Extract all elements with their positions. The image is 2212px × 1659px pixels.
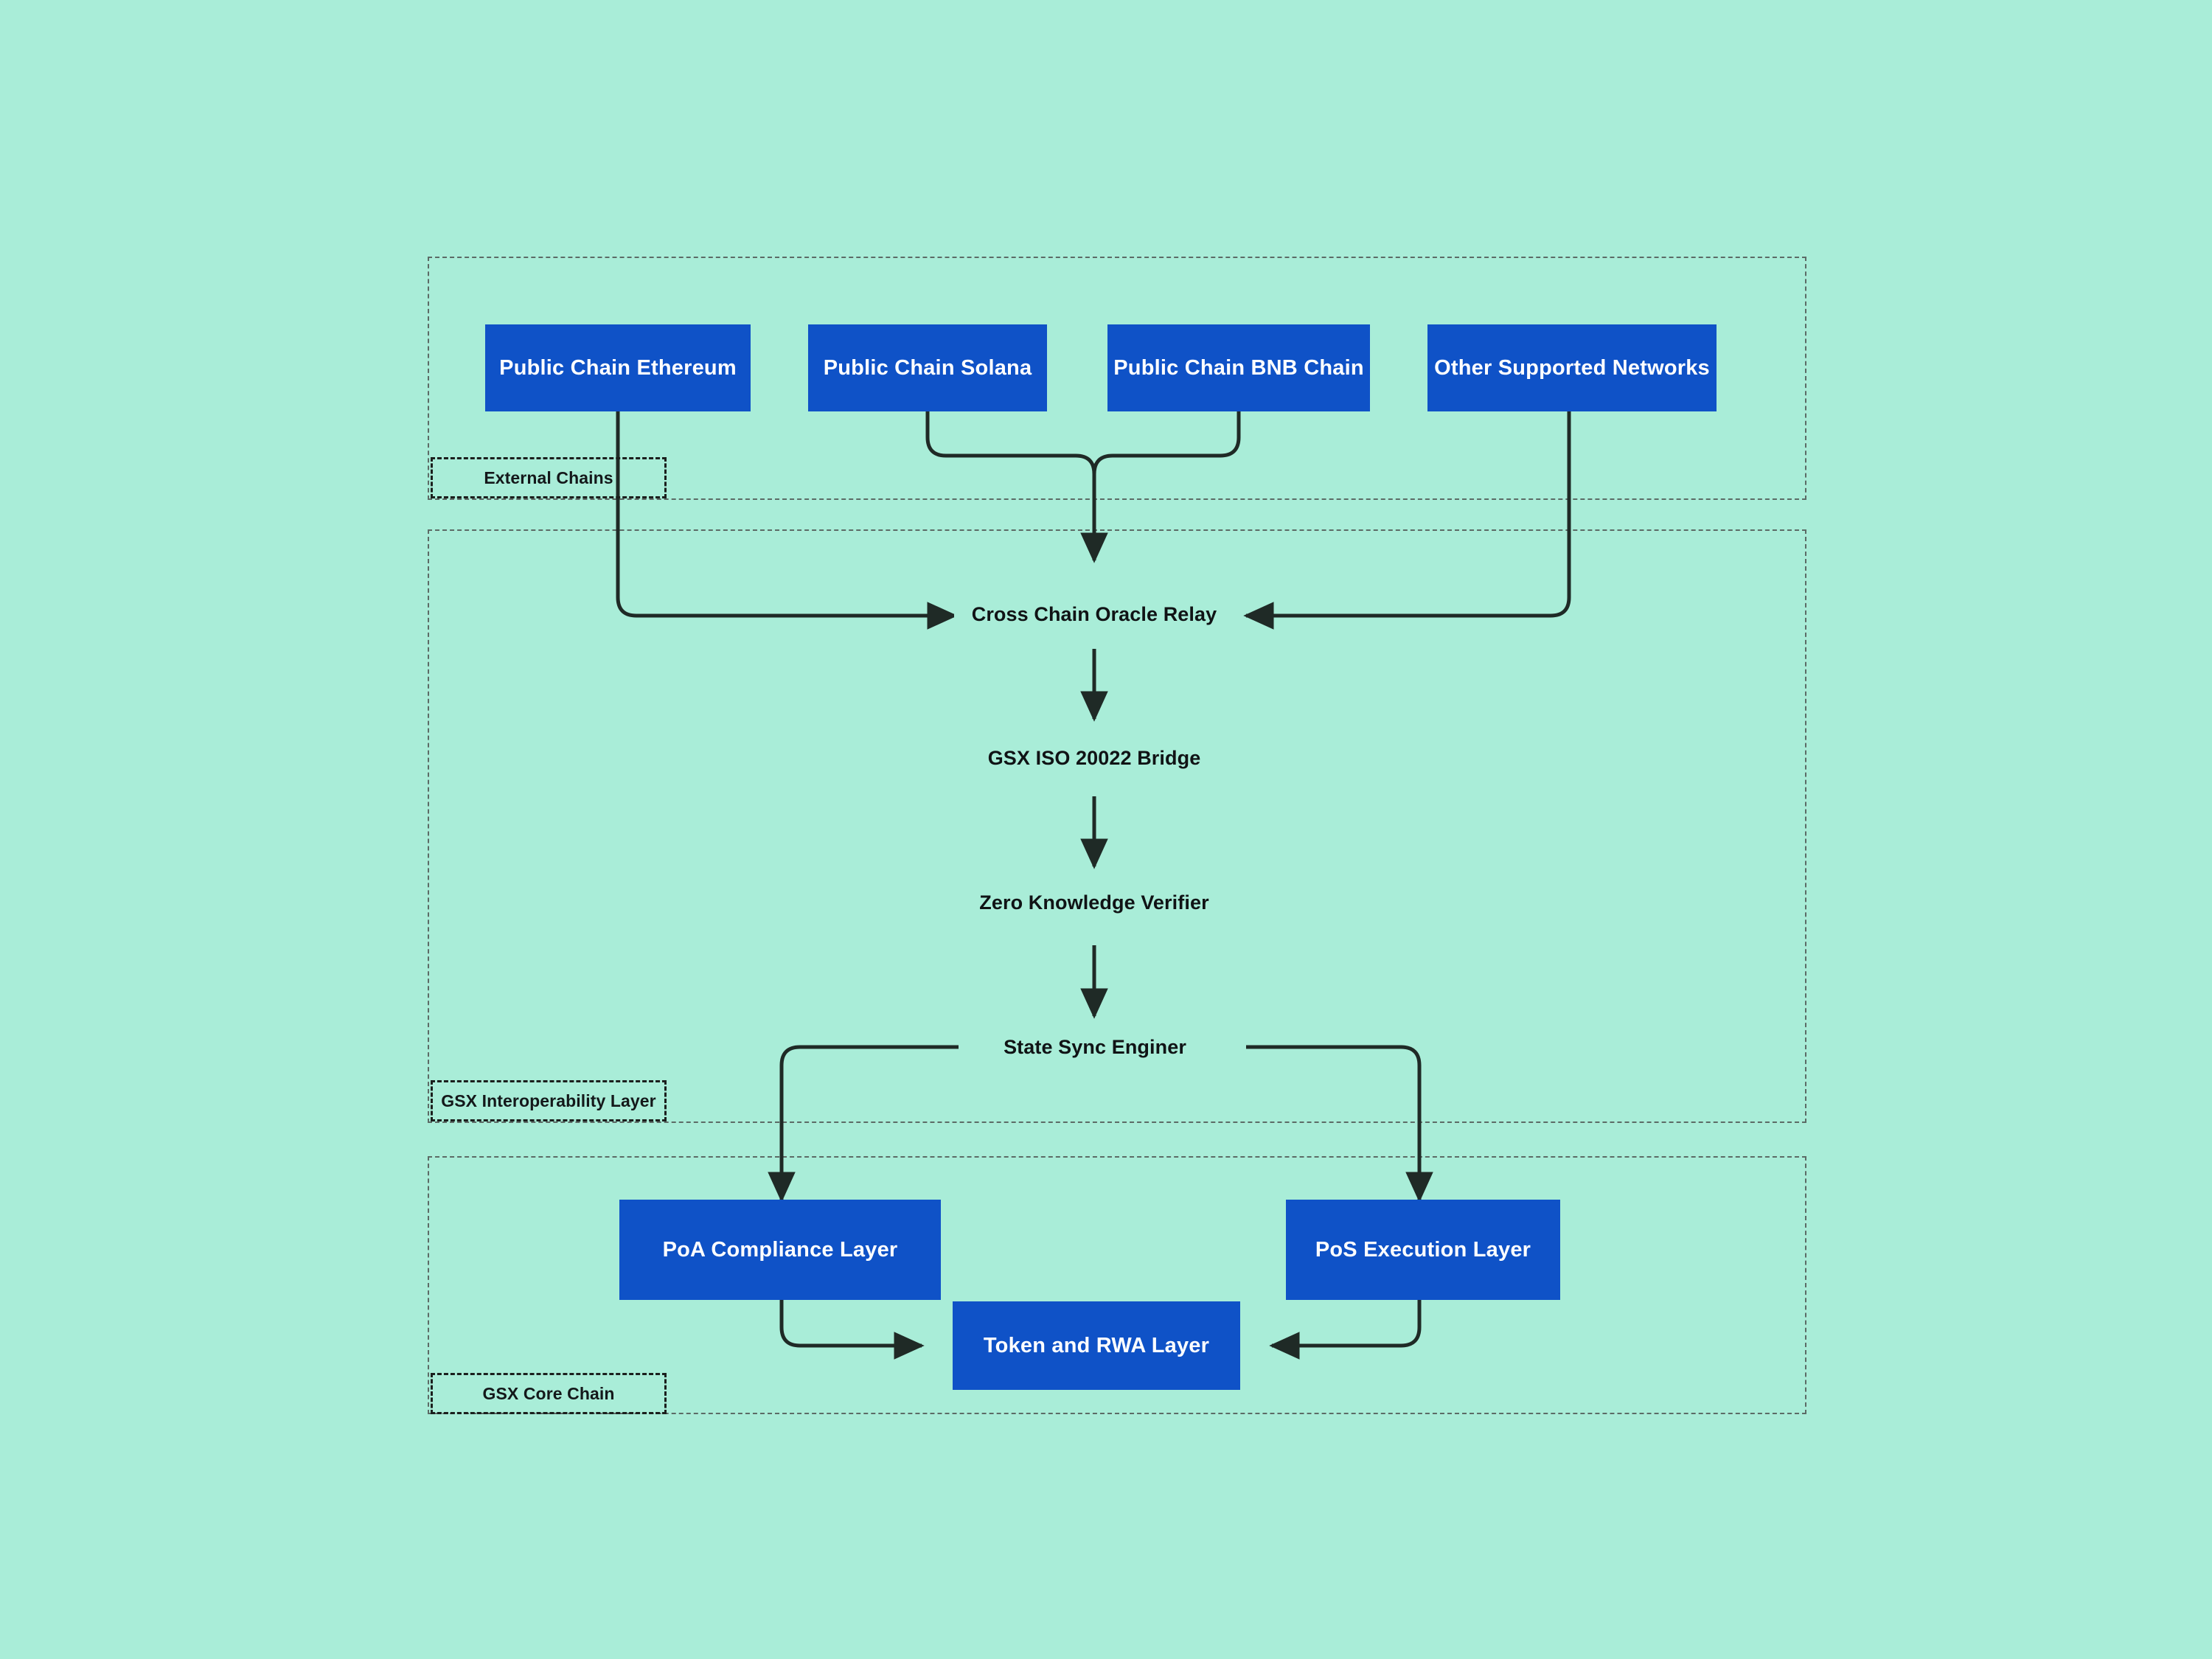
group-label-text: GSX Interoperability Layer (441, 1091, 656, 1110)
group-label-text: GSX Core Chain (482, 1383, 615, 1403)
node-label: Cross Chain Oracle Relay (971, 602, 1217, 625)
node-zero-knowledge-verifier[interactable]: Zero Knowledge Verifier (959, 882, 1230, 923)
node-label: Public Chain Ethereum (499, 355, 737, 380)
node-label: PoS Execution Layer (1315, 1237, 1531, 1262)
node-pos-execution-layer[interactable]: PoS Execution Layer (1286, 1200, 1560, 1300)
group-label-gsx-interoperability: GSX Interoperability Layer (431, 1080, 667, 1121)
node-token-and-rwa-layer[interactable]: Token and RWA Layer (953, 1301, 1240, 1390)
group-label-text: External Chains (484, 467, 613, 487)
node-label: Public Chain Solana (823, 355, 1032, 380)
node-state-sync-enginer[interactable]: State Sync Enginer (978, 1026, 1212, 1068)
node-other-supported-networks[interactable]: Other Supported Networks (1427, 324, 1717, 411)
node-label: Zero Knowledge Verifier (979, 891, 1209, 914)
node-label: Token and RWA Layer (983, 1333, 1210, 1357)
group-container-gsx-core-chain (428, 1156, 1806, 1414)
node-public-chain-solana[interactable]: Public Chain Solana (808, 324, 1047, 411)
node-cross-chain-oracle-relay[interactable]: Cross Chain Oracle Relay (954, 594, 1234, 635)
group-label-gsx-core-chain: GSX Core Chain (431, 1373, 667, 1414)
node-public-chain-ethereum[interactable]: Public Chain Ethereum (485, 324, 751, 411)
node-poa-compliance-layer[interactable]: PoA Compliance Layer (619, 1200, 941, 1300)
node-gsx-iso-20022-bridge[interactable]: GSX ISO 20022 Bridge (961, 737, 1227, 779)
node-label: Other Supported Networks (1434, 355, 1710, 380)
group-label-external-chains: External Chains (431, 457, 667, 498)
node-label: State Sync Enginer (1004, 1035, 1186, 1058)
node-label: GSX ISO 20022 Bridge (987, 746, 1201, 769)
node-label: Public Chain BNB Chain (1113, 355, 1364, 380)
node-public-chain-bnb[interactable]: Public Chain BNB Chain (1107, 324, 1370, 411)
node-label: PoA Compliance Layer (662, 1237, 898, 1262)
